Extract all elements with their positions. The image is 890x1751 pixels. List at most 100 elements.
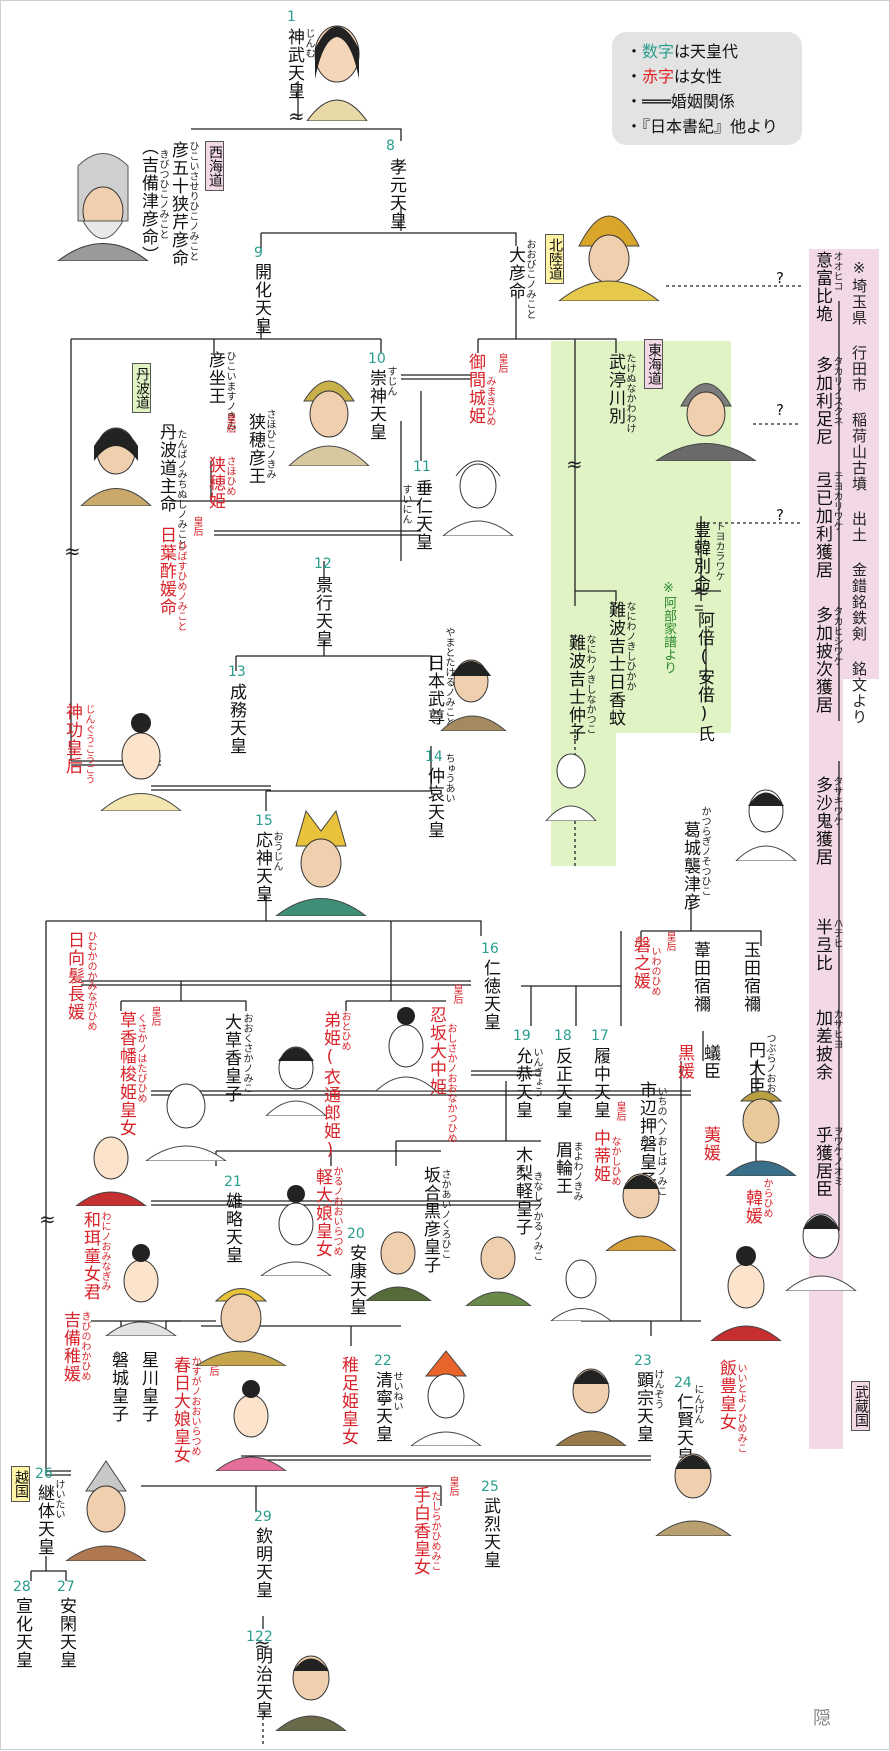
person-seinei: 清寧天皇 [372,1371,392,1443]
kogo-label: 皇后 [191,516,202,536]
portrait-katsuragi [735,789,797,861]
ruby-ninken: にんけん [692,1384,703,1424]
person-richu: 履中天皇 [590,1047,610,1119]
ruby-kibitsuhiko: きびつひこノみこと [157,149,168,239]
kogo-label: 皇后 [614,1101,625,1121]
ruby-wanioominagimi: わにノおみなぎみ [99,1211,110,1291]
person-tashiraka: 手白香皇女 [410,1486,430,1576]
person-anko: 安康天皇 [346,1244,366,1316]
ruby-kibiwakahime: きびのわかひめ [79,1311,90,1381]
person-tasakiwake: 多沙鬼獲居 [812,776,832,866]
person-ari: 蟻臣 [700,1044,720,1080]
portrait-osakanoonakatsu [375,1007,437,1091]
person-mimaki: 御間城姫 [465,353,485,425]
ruby-ohiko: おおびこノみこと [524,239,535,319]
ruby-mimaki: みまきひめ [484,376,495,426]
person-kaika: 開化天皇 [251,263,271,335]
ruby-takahishiwake: タカヒシワケ [831,606,842,666]
person-buretsu: 武烈天皇 [480,1497,500,1569]
reign-number: 21 [224,1174,242,1190]
signature-mark: 隠 [813,1708,831,1729]
person-kusakanohata: 草香幡梭姫皇女 [116,1011,136,1137]
region-tanbado: 丹波道 [132,363,151,413]
wavy-gap-4: ≈ [39,1207,56,1231]
ruby-kusakanohata: くさかノはたびひめ [135,1013,146,1103]
ruby-okusaka: おおくさかノみこ [241,1013,252,1093]
person-keiko: 景行天皇 [312,576,332,648]
ruby-mayowa: まよわノきみ [571,1141,582,1201]
ruby-ojin: おうじん [271,831,282,871]
wavy-gap-5: ≈ [254,1632,271,1656]
person-hikoisaseri: 彦五十狭芹彦命 [168,141,188,267]
portrait-ototohime [265,1046,327,1116]
kogo-label: 皇后 [447,1476,458,1496]
line-keiko-children [236,655,432,671]
portrait-suinin [442,460,514,536]
person-chuai: 仲哀天皇 [424,767,444,839]
ruby-sujin: すじん [385,366,396,396]
person-senka: 宣化天皇 [12,1597,32,1669]
person-toyokawake: 豊韓別命 [690,521,710,593]
reign-number: 17 [591,1028,609,1044]
portrait-sakaai [365,1231,432,1301]
person-takarisukune: 多加利足尼 [812,356,832,446]
ruby-sahohiko: さほひこノきみ [264,409,275,479]
ruby-hikaka: なにわノきしひかか [624,601,635,691]
portrait-seinei [410,1350,482,1446]
reign-number: 18 [554,1028,572,1044]
ruby-owake: ヲワケノオミ [831,1126,842,1186]
reign-number: 9 [254,245,263,261]
person-sakaai: 坂合黒彦皇子 [420,1166,440,1274]
portrait-karunooiratsume [260,1185,332,1276]
person-hibasuhime: 日葉酢媛命 [156,526,176,616]
question-mark-3: ? [776,506,784,524]
person-ichinobe: 市辺押磐皇子 [636,1081,656,1189]
portrait-wanioominagimi [105,1244,177,1336]
person-tamatasukune: 玉田宿禰 [740,941,760,1013]
portrait-owake [785,1213,857,1291]
person-nakatsuko: 難波吉士仲子 [565,634,585,742]
ruby-iitoyo: いいとよノひめみこ [735,1363,746,1453]
person-sujin: 崇神天皇 [366,369,386,441]
person-yuryaku: 雄略天皇 [222,1192,242,1264]
legend-line-1: ・数字は天皇代 [626,42,739,61]
portrait-tanbamichinushi [80,427,152,506]
portrait-kasuganooiratsume [215,1380,287,1471]
portrait-jingu [100,713,182,811]
ruby-ohohiko: オオヒコ [831,251,842,291]
reign-number: 11 [413,459,431,475]
wavy-gap-1: ≈ [288,104,305,128]
person-nintoku: 仁徳天皇 [480,959,500,1031]
ruby-takenunakawawake: たけぬなかわわけ [624,353,635,433]
person-nakashihime: 中蒂姫 [590,1129,610,1183]
reign-number: 14 [425,749,443,765]
reign-number: 1 [287,9,296,25]
person-okusaka: 大草香皇子 [221,1013,241,1103]
person-sahohiko: 狭穂彦王 [245,413,265,485]
ruby-seinei: せいねい [391,1371,402,1411]
portrait-yuryaku [195,1288,287,1366]
legend: ・数字は天皇代 ・赤字は女性 ・═══婚姻関係 ・『日本書紀』他より [612,32,802,145]
portrait-okusaka [145,1083,227,1161]
ruby-nakashihime: なかしひめ [609,1136,620,1186]
portrait-kinashikaru [465,1236,532,1306]
person-seimu: 成務天皇 [226,683,246,755]
person-kasahiyo: 加差披余 [812,1009,832,1081]
person-ingyo: 允恭天皇 [512,1047,532,1119]
reign-number: 19 [513,1028,531,1044]
person-hikoimasu: 彦坐王 [205,351,225,405]
kogo-label: 皇后 [207,1356,218,1376]
ruby-toyokawake: トヨカラワケ [713,521,724,581]
wavy-gap-2: ≈ [64,539,81,563]
ruby-karahime: からひめ [761,1178,772,1218]
person-jimmu: 神武天皇 [284,28,304,100]
ruby-tanbamichinushi: たんばノみちぬしノみこと [175,429,186,549]
portrait-ichinobe [605,1173,677,1251]
ruby-hibasuhime: ひばすひめノみこと [175,541,186,631]
legend-line-3: ・═══婚姻関係 [626,92,735,111]
person-tanbamichinushi: 丹波道主命 [156,423,176,513]
person-hikaka: 難波吉士日香蚊 [605,601,625,727]
person-ohiko: 大彦命 [505,246,525,300]
person-ojin: 応神天皇 [252,831,272,903]
